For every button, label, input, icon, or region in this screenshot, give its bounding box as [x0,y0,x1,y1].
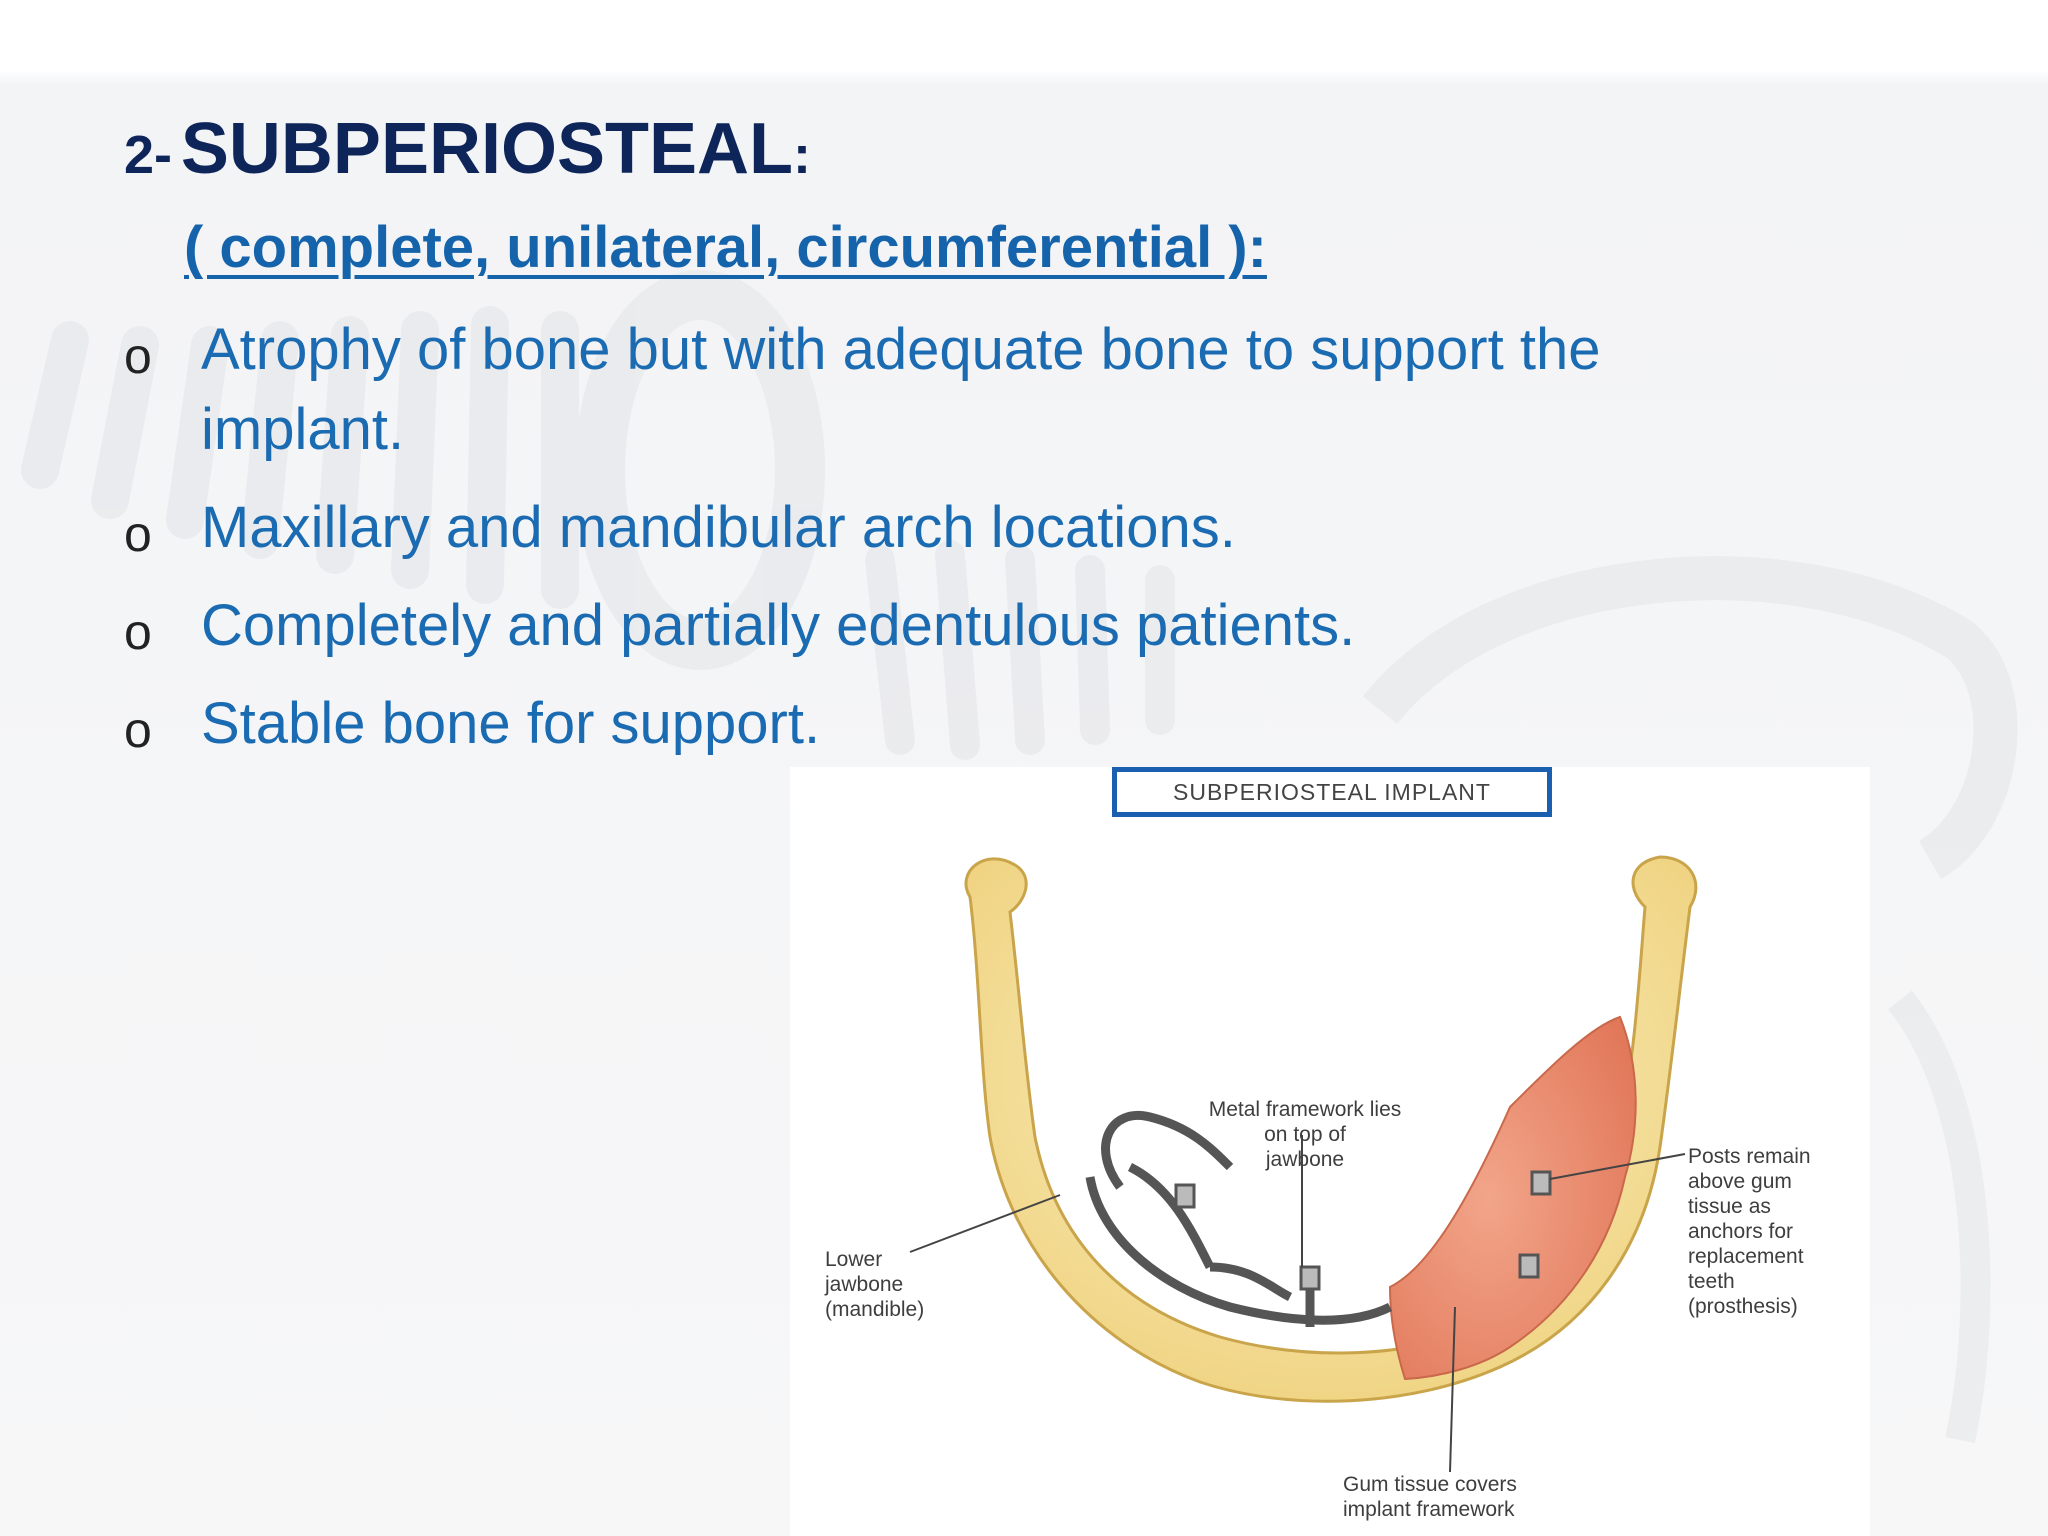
bullet-item: o Stable bone for support. [124,684,1804,764]
bullet-list: o Atrophy of bone but with adequate bone… [124,310,1804,782]
bullet-marker: o [124,604,152,660]
title-colon: : [792,125,811,185]
implant-posts [1174,1170,1552,1291]
bullet-text: Maxillary and mandibular arch locations. [201,495,1236,560]
label-gum-tissue: Gum tissue covers implant framework [1343,1473,1517,1521]
label-metal-framework: Metal framework lies on top of jawbone [1208,1098,1402,1171]
bullet-marker: o [124,328,152,384]
bullet-item: o Maxillary and mandibular arch location… [124,488,1804,568]
bullet-item: o Completely and partially edentulous pa… [124,586,1804,666]
bullet-marker: o [124,506,152,562]
title-text: SUBPERIOSTEAL [180,109,793,189]
subperiosteal-implant-figure: SUBPERIOSTEAL IMPLANT Metal framework li… [790,767,1870,1536]
title-number: 2- [124,125,173,185]
bullet-text: Atrophy of bone but with adequate bone t… [201,317,1601,462]
slide-title: 2- SUBPERIOSTEAL: [124,108,811,190]
bullet-text: Completely and partially edentulous pati… [201,593,1356,658]
slide-subtitle: ( complete, unilateral, circumferential … [184,215,1267,280]
label-leader-lines [909,1135,1686,1473]
bullet-marker: o [124,702,152,758]
label-posts: Posts remain above gum tissue as anchors… [1688,1145,1811,1318]
bullet-item: o Atrophy of bone but with adequate bone… [124,310,1804,470]
figure-title: SUBPERIOSTEAL IMPLANT [1112,767,1552,817]
metal-framework [1085,1111,1393,1327]
bullet-text: Stable bone for support. [201,691,821,756]
gum-tissue [1388,1015,1637,1381]
mandible-bone [964,855,1698,1403]
mandible-illustration [909,855,1698,1473]
label-lower-jawbone: Lower jawbone (mandible) [825,1248,925,1321]
